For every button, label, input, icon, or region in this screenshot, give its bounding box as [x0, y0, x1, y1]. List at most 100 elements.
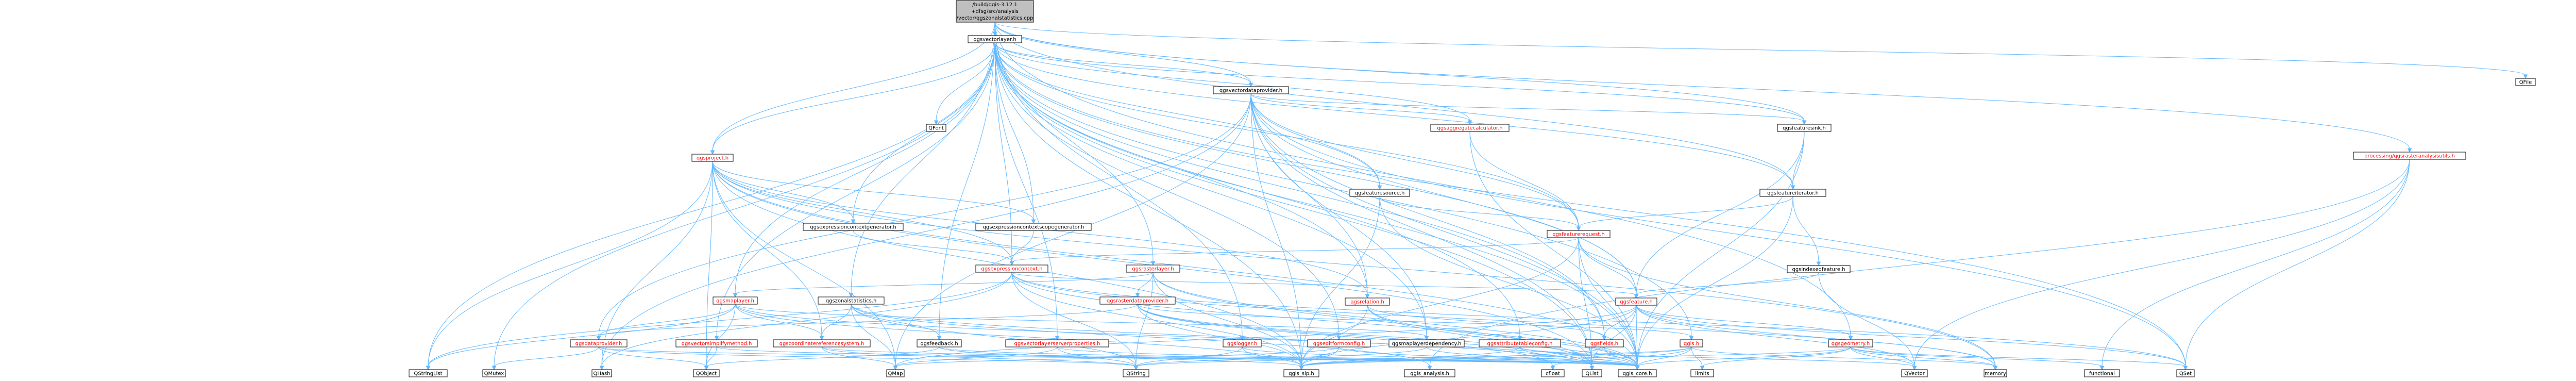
node-label: qgsfeature.h	[1620, 300, 1653, 305]
node-qgsrasterlayer[interactable]: qgsrasterlayer.h	[1126, 264, 1180, 273]
node-label: qgsvectorsimplifymethod.h	[682, 341, 752, 347]
edge-root-to-qgszonalstatistics	[849, 22, 995, 298]
node-qvector[interactable]: QVector	[1901, 369, 1928, 377]
node-qgsvectorlayer[interactable]: qgsvectorlayer.h	[968, 35, 1022, 43]
node-qgsfeaturesource[interactable]: qgsfeaturesource.h	[1349, 189, 1410, 197]
node-qgsvectorlayerserverproperties[interactable]: qgsvectorlayerserverproperties.h	[1005, 339, 1109, 347]
edge-root-to-processingqgsrasteranalysisutils	[994, 22, 2412, 153]
node-label: processing/qgsrasteranalysisutils.h	[2364, 154, 2455, 159]
node-qgsindexedfeature[interactable]: qgsindexedfeature.h	[1787, 265, 1851, 273]
node-label: QStringList	[414, 371, 442, 377]
node-qgis[interactable]: qgis.h	[1680, 339, 1703, 347]
node-label: qgsrasterlayer.h	[1132, 267, 1174, 272]
node-label: qgis_core.h	[1623, 371, 1652, 377]
node-qgsexpressioncontext[interactable]: qgsexpressioncontext.h	[975, 264, 1048, 273]
node-qgsvectordataprovider[interactable]: qgsvectordataprovider.h	[1213, 86, 1289, 94]
node-qgsfeature[interactable]: qgsfeature.h	[1615, 297, 1657, 306]
node-limits[interactable]: limits	[1690, 369, 1714, 377]
root-file-node[interactable]: /build/qgis-3.12.1 +dfsg/src/analysis /v…	[956, 0, 1034, 23]
node-label: qgsmaplayer.h	[716, 299, 754, 304]
node-qgseditformconfig[interactable]: qgseditformconfig.h	[1307, 339, 1371, 347]
edge-qgsvectorlayer-to-qset	[994, 42, 2188, 371]
node-qgsrasterdataprovider[interactable]: qgsrasterdataprovider.h	[1099, 296, 1176, 305]
node-qgis-core[interactable]: qgis_core.h	[1618, 369, 1657, 377]
edge-qgsvectorlayer-to-qgsfeaturerequest	[994, 42, 1581, 231]
edge-qgsdataprovider-to-qobject	[598, 346, 709, 371]
edge-qgsfeature-to-qgsfields	[1602, 305, 1637, 341]
node-label: QList	[1585, 371, 1598, 377]
edge-qgsvectorlayer-to-qgsmaplayer	[733, 42, 995, 298]
edge-qgsvectorlayer-to-qgsaggregatecalculator	[994, 42, 1472, 125]
node-label: memory	[1985, 371, 2006, 377]
edge-root-to-qgsgeometry	[994, 22, 1853, 341]
edge-qgsvectorlayer-to-qstringlist	[426, 42, 995, 371]
edge-qgsrasterlayer-to-qgsrasterdataprovider	[1135, 272, 1154, 298]
node-qgsfeatureiterator[interactable]: qgsfeatureiterator.h	[1759, 189, 1826, 197]
node-processingqgsrasteranalysisutils[interactable]: processing/qgsrasteranalysisutils.h	[2353, 152, 2466, 160]
node-qgsgeometry[interactable]: qgsgeometry.h	[1828, 339, 1873, 347]
node-cfloat[interactable]: cfloat	[1541, 369, 1565, 377]
node-memory[interactable]: memory	[1984, 369, 2007, 377]
edge-root-to-qfile	[994, 22, 2528, 79]
node-functional[interactable]: functional	[2084, 369, 2120, 377]
node-label: qgscoordinatereferencesystem.h	[779, 341, 865, 347]
edge-root-to-qgsfeaturesink	[994, 22, 1807, 125]
edge-qgsvectordataprovider-to-qgsfeaturesink	[1250, 93, 1807, 125]
edge-qgsindexedfeature-to-qgsfeature	[1634, 272, 1819, 299]
node-label: qgsfeaturerequest.h	[1552, 232, 1605, 238]
node-label: QSet	[2179, 371, 2192, 377]
node-qgsaggregatecalculator[interactable]: qgsaggregatecalculator.h	[1430, 124, 1510, 132]
edge-qgsvectorlayer-to-qgsfeatureiterator	[994, 42, 1795, 190]
node-qstringlist[interactable]: QStringList	[409, 369, 448, 377]
node-qstring[interactable]: QString	[1123, 369, 1149, 377]
edge-qgsvectorlayer-to-qgsfeature	[994, 42, 1639, 299]
node-qgsrelation[interactable]: qgsrelation.h	[1345, 297, 1390, 306]
node-qgsvectorsimplifymethod[interactable]: qgsvectorsimplifymethod.h	[675, 339, 758, 347]
node-qfile[interactable]: QFile	[2515, 78, 2536, 86]
edge-qgsfeaturesink-to-qgsfeatureiterator	[1790, 131, 1805, 190]
edge-qgsfeedback-to-qobject	[704, 346, 940, 371]
node-qgscoordinatereferencesystem[interactable]: qgscoordinatereferencesystem.h	[773, 339, 871, 347]
node-qgsattributetableconfig[interactable]: qgsattributetableconfig.h	[1479, 339, 1561, 347]
node-qgsmaplayer[interactable]: qgsmaplayer.h	[713, 296, 758, 305]
edge-qgsvectordataprovider-to-qgsfeaturesource	[1250, 93, 1382, 190]
node-label: qgis_analysis.h	[1410, 371, 1449, 377]
node-qgsexpressioncontextscopegenerator[interactable]: qgsexpressioncontextscopegenerator.h	[975, 223, 1092, 231]
edge-qgsproject-to-qgsexpressioncontextscopegenerator	[712, 161, 1036, 224]
node-label: qgsfeaturesink.h	[1783, 126, 1826, 131]
node-label: qgsvectorlayer.h	[973, 37, 1016, 43]
node-qgsexpressioncontextgenerator[interactable]: qgsexpressioncontextgenerator.h	[803, 223, 904, 231]
node-qgslogger[interactable]: qgslogger.h	[1223, 339, 1262, 347]
node-qfont[interactable]: QFont	[926, 124, 946, 132]
edge-processingqgsrasteranalysisutils-to-qvector	[1912, 159, 2410, 371]
node-label: qgsproject.h	[697, 156, 728, 161]
edge-qgsgeometry-to-qset	[1850, 346, 2188, 371]
node-qgsdataprovider[interactable]: qgsdataprovider.h	[570, 339, 628, 347]
node-qgis-sip[interactable]: qgis_sip.h	[1283, 369, 1319, 377]
node-qgszonalstatistics[interactable]: qgszonalstatistics.h	[818, 296, 885, 305]
node-qgsmaplayerdependency[interactable]: qgsmaplayerdependency.h	[1388, 339, 1465, 347]
edge-qgsmaplayer-to-qgsdataprovider	[596, 304, 736, 341]
edge-qgsvectorlayer-to-qgis_core	[994, 42, 1640, 371]
node-qgis-analysis[interactable]: qgis_analysis.h	[1404, 369, 1455, 377]
node-qhash[interactable]: QHash	[591, 369, 612, 377]
edge-qgsexpressioncontext-to-qhash	[599, 272, 1012, 371]
edge-qgsgeometry-to-limits	[1700, 346, 1851, 371]
node-label: QMap	[888, 371, 903, 377]
node-qmutex[interactable]: QMutex	[482, 369, 506, 377]
edge-qgsproject-to-qstringlist	[426, 161, 713, 371]
node-label: qgslogger.h	[1227, 341, 1257, 347]
node-qgsfeedback[interactable]: qgsfeedback.h	[917, 339, 962, 347]
edge-qgsfeaturerequest-to-qgsfeature	[1578, 237, 1639, 299]
node-qgsfeaturerequest[interactable]: qgsfeaturerequest.h	[1547, 230, 1611, 238]
node-qgsfeaturesink[interactable]: qgsfeaturesink.h	[1777, 124, 1832, 132]
node-qlist[interactable]: QList	[1582, 369, 1602, 377]
edge-qgszonalstatistics-to-qstring	[851, 304, 1139, 371]
node-qset[interactable]: QSet	[2176, 369, 2195, 377]
node-qgsproject[interactable]: qgsproject.h	[691, 154, 734, 162]
node-qmap[interactable]: QMap	[886, 369, 905, 377]
node-qgsfields[interactable]: qgsfields.h	[1585, 339, 1624, 347]
node-qobject[interactable]: QObject	[693, 369, 720, 377]
edge-qgsdataprovider-to-qstring	[598, 346, 1139, 371]
node-label: qgsvectorlayerserverproperties.h	[1014, 341, 1100, 347]
